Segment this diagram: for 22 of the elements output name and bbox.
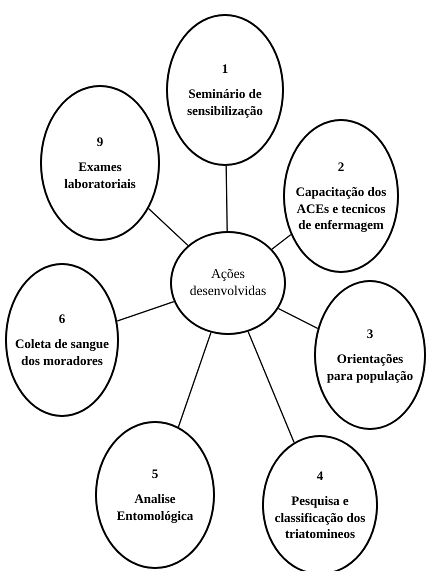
node-number: 9 — [96, 134, 104, 150]
node-number: 5 — [152, 466, 158, 482]
connector-line — [226, 166, 228, 232]
node-number: 1 — [222, 61, 228, 78]
node-label: Exames laboratoriais — [63, 159, 137, 192]
node-number: 6 — [58, 311, 66, 328]
node-label: Seminário de sensibilização — [186, 86, 264, 119]
node-label: Ações desenvolvidas — [188, 266, 268, 300]
connector-line — [248, 332, 295, 443]
node-number: 3 — [366, 326, 374, 342]
node-label: Coleta de sangue dos moradores — [15, 336, 109, 369]
node-number: 4 — [316, 468, 324, 484]
node-label: Capacitação dos ACEs e tecnicos de enfermagem — [294, 184, 388, 233]
connector-line — [278, 308, 318, 330]
connector-line — [148, 208, 188, 246]
node-label: Analise Entomológica — [116, 491, 194, 524]
node-number: 2 — [338, 159, 344, 176]
connector-line — [272, 234, 292, 250]
node-label: Orientações para população — [326, 351, 414, 384]
connector-line — [117, 300, 174, 322]
connector-line — [178, 332, 212, 428]
node-label: Pesquisa e classificação dos triatomineos — [274, 493, 366, 542]
